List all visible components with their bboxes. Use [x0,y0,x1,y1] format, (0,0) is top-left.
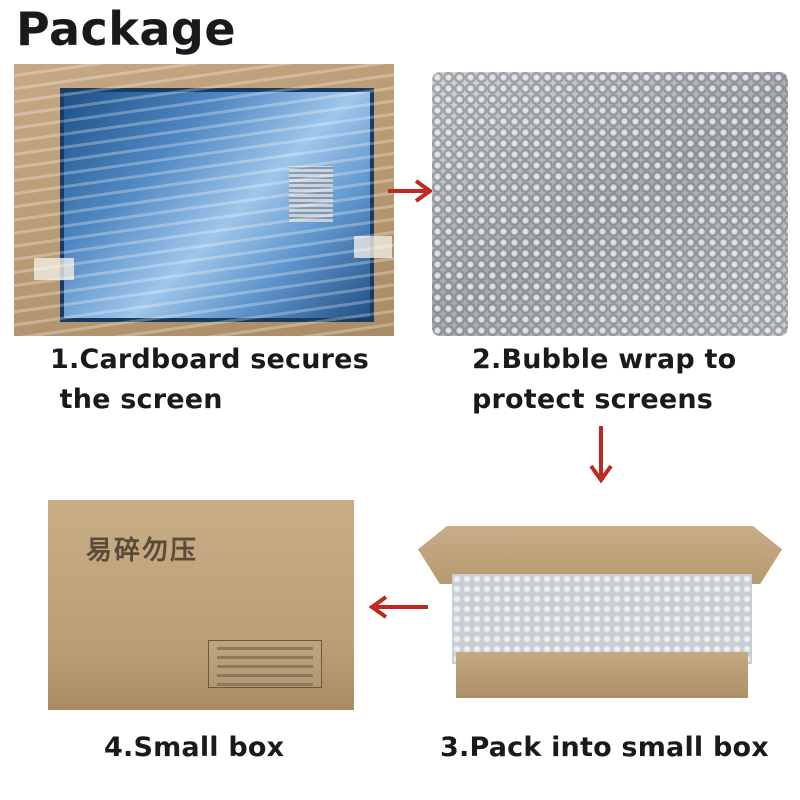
open-box-photo [412,526,788,700]
barcode-sticker [289,166,333,222]
box-front [456,652,748,698]
tape-left [34,258,74,280]
step-2-caption: 2.Bubble wrap to protect screens [472,344,737,415]
bubble-wrap-inside [452,574,752,664]
box-label [208,640,322,688]
bubble-wrap-photo [432,72,788,336]
page-title: Package [16,2,237,56]
screen-on-cardboard-photo [14,64,394,336]
closed-box-photo: 易碎勿压 [48,500,354,710]
arrow-right-icon [388,179,434,203]
plastic-film [14,64,394,336]
step-1-caption: 1.Cardboard secures the screen [50,344,369,415]
arrow-down-icon [589,426,613,484]
box-print-text: 易碎勿压 [86,536,199,566]
step-4-caption: 4.Small box [104,732,285,763]
arrow-left-icon [368,595,428,619]
step-3-caption: 3.Pack into small box [440,732,769,763]
tape-right [354,236,392,258]
